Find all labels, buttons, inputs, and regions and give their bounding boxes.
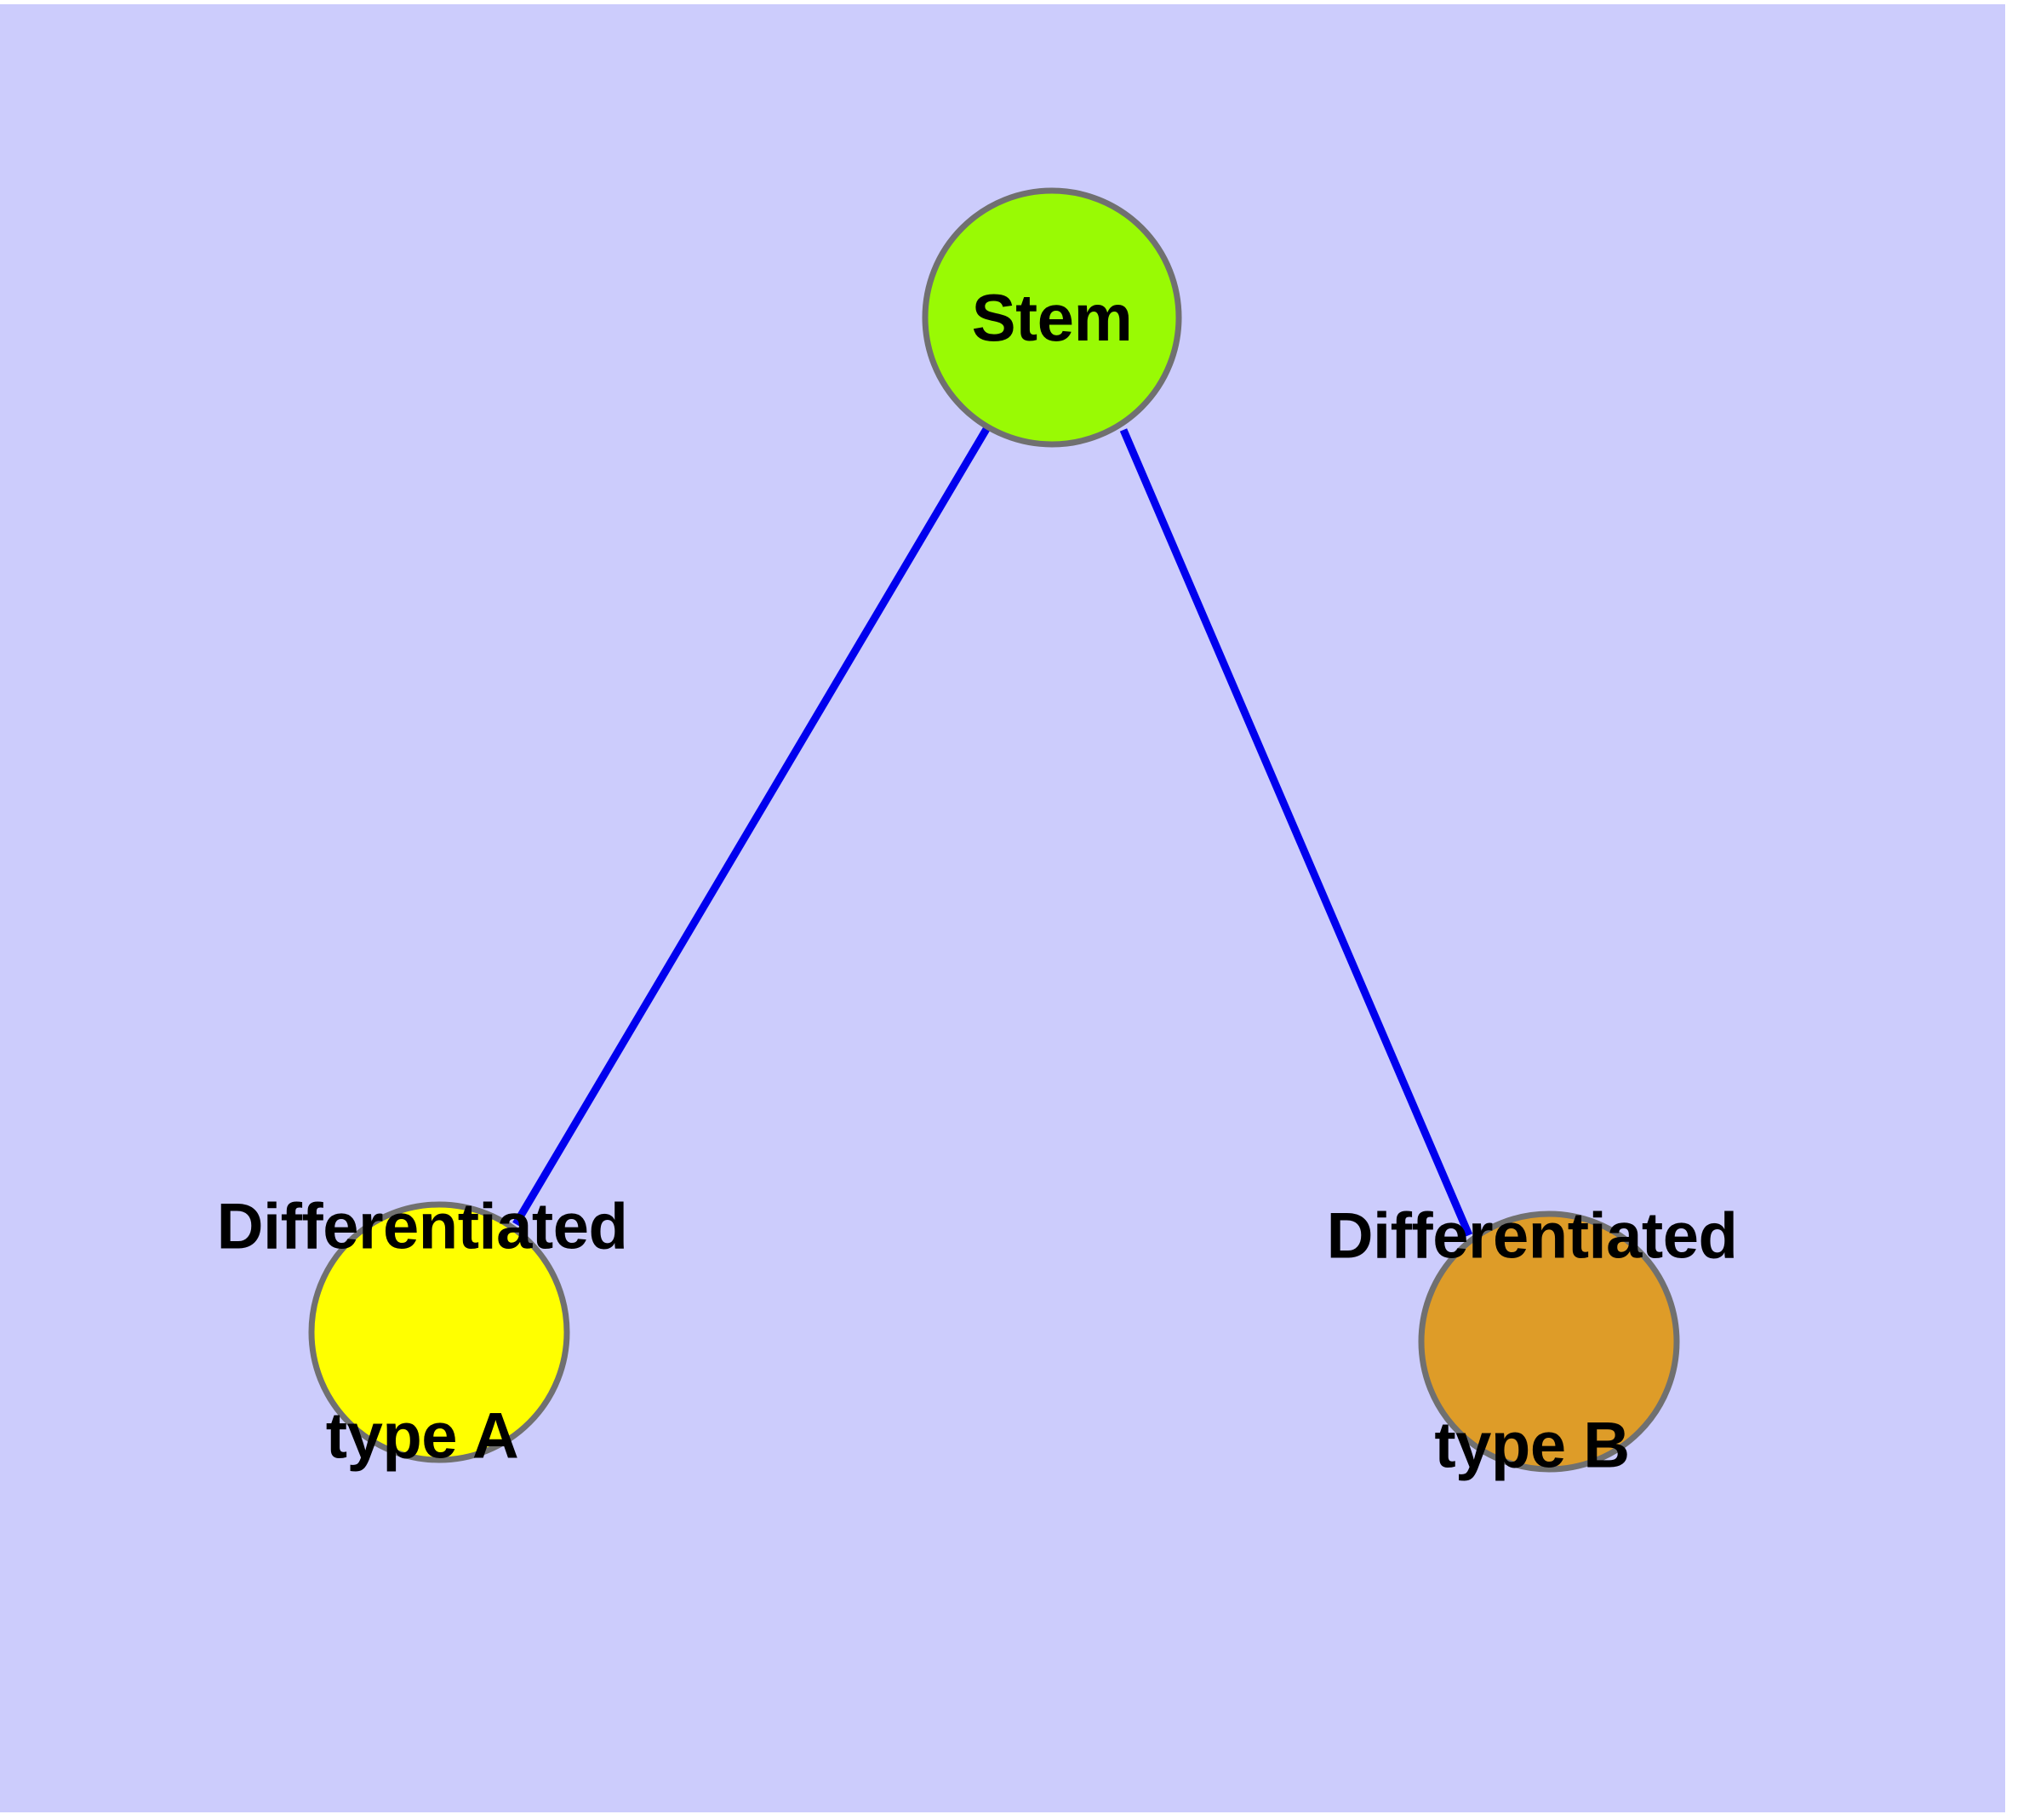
- node-differentiated-type-a-circle[interactable]: [308, 1201, 570, 1463]
- edge-layer: [512, 426, 1473, 1237]
- node-differentiated-type-b-circle[interactable]: [1418, 1210, 1680, 1473]
- edge-stem-to-differentiated-type-b: [1119, 428, 1473, 1237]
- node-stem-circle[interactable]: [922, 187, 1182, 448]
- edge-stem-to-differentiated-type-a: [512, 426, 990, 1227]
- node-layer: [308, 187, 1680, 1473]
